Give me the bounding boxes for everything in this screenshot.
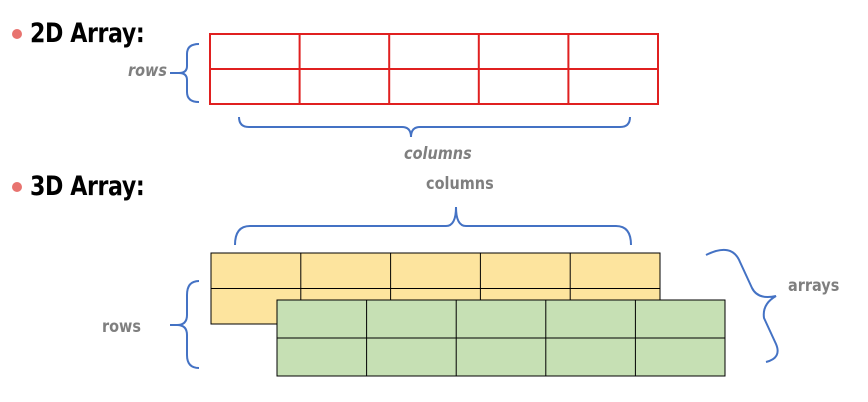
- heading-3d-array: 3D Array:: [30, 171, 145, 202]
- columns-2d-label: columns: [404, 144, 472, 164]
- arrays-3d-brace-icon: [705, 248, 779, 363]
- rows-3d-label: rows: [102, 317, 142, 337]
- columns-3d-brace-icon: [234, 206, 632, 246]
- bullet-icon: [12, 181, 22, 192]
- grid-3d-front-layer: [276, 299, 726, 377]
- rows-2d-label: rows: [128, 61, 168, 81]
- heading-2d-array: 2D Array:: [30, 18, 145, 49]
- columns-2d-brace-icon: [238, 116, 631, 138]
- grid-2d: [209, 33, 659, 105]
- heading-2d-row: 2D Array:: [12, 18, 169, 49]
- bullet-icon: [12, 28, 22, 39]
- heading-3d-row: 3D Array:: [12, 171, 169, 202]
- arrays-3d-label: arrays: [788, 276, 840, 296]
- rows-3d-brace-icon: [176, 280, 200, 369]
- rows-2d-brace-icon: [178, 43, 200, 103]
- columns-3d-label: columns: [426, 174, 494, 194]
